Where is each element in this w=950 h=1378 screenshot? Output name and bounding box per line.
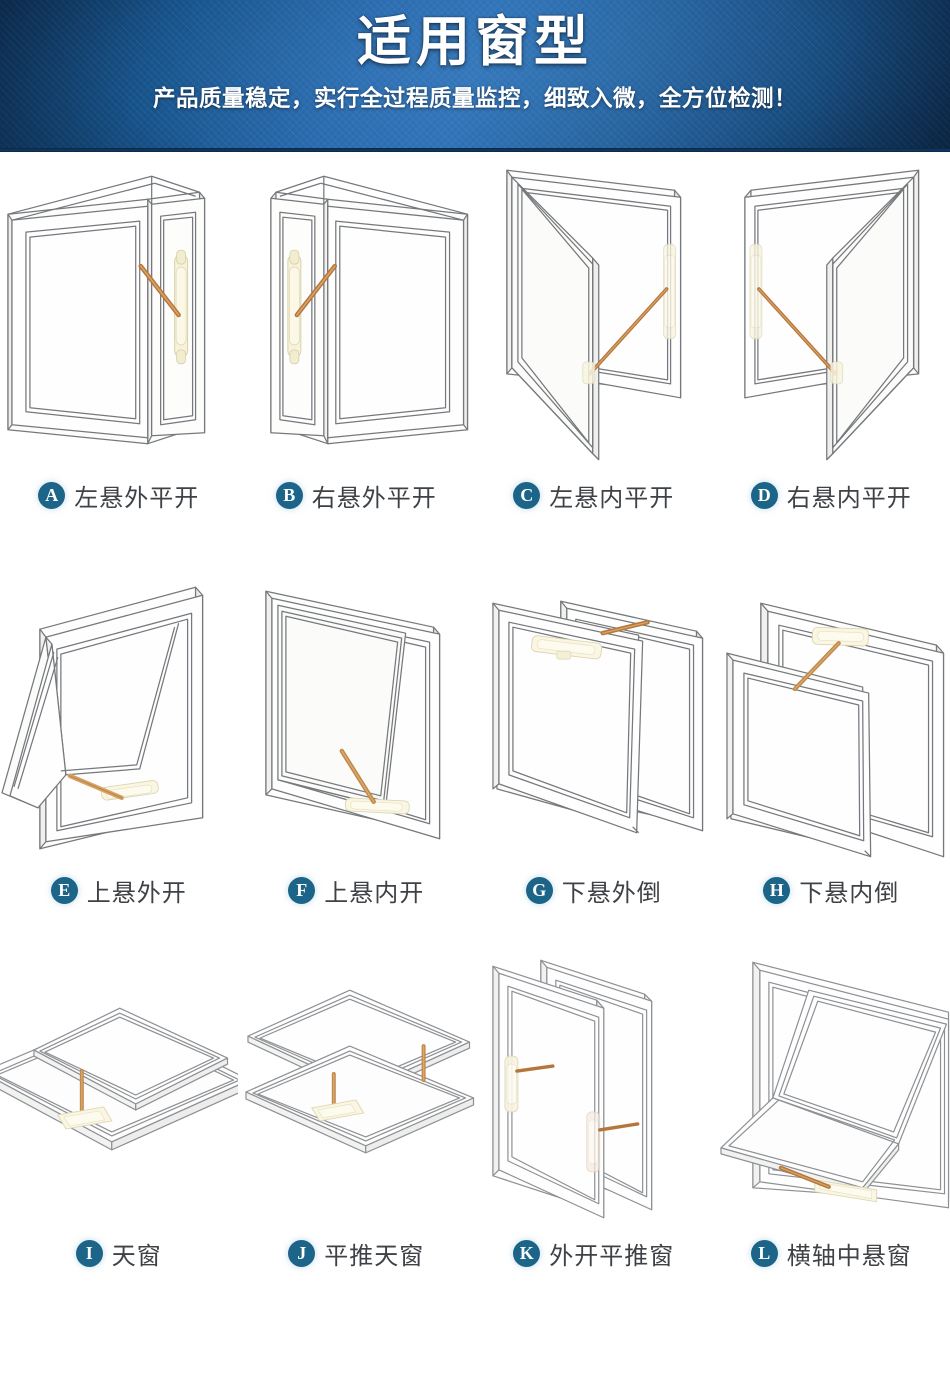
window-type-card-i[interactable]: I 天窗 — [0, 952, 238, 1271]
page-subtitle: 产品质量稳定，实行全过程质量监控，细致入微，全方位检测！ — [152, 85, 797, 111]
window-type-label-b: B 右悬外平开 — [275, 478, 437, 513]
caption-c: 左悬内平开 — [549, 485, 675, 512]
window-type-label-f: F 上悬内开 — [288, 873, 424, 908]
row-spacer-2 — [0, 908, 950, 952]
window-type-grid: A 左悬外平开 — [0, 152, 950, 1378]
row-spacer-1 — [0, 513, 950, 565]
badge-letter-d: D — [750, 482, 778, 509]
caption-g: 下悬外倒 — [561, 880, 662, 907]
window-left-hung-outswing-icon — [0, 152, 238, 462]
window-type-card-e[interactable]: E 上悬外开 — [0, 565, 238, 908]
banner-bottom-edge — [0, 148, 950, 152]
window-bottom-hung-intilt-icon — [713, 565, 950, 865]
window-type-label-c: C 左悬内平开 — [513, 478, 674, 513]
badge-letter-e: E — [50, 877, 78, 904]
window-type-label-g: G 下悬外倒 — [525, 873, 662, 908]
outward-parallel-push-window-icon — [475, 952, 713, 1232]
window-left-hung-inswing-icon — [475, 152, 713, 462]
badge-letter-c: C — [513, 482, 541, 509]
caption-a: 左悬外平开 — [74, 485, 200, 512]
window-bottom-hung-outtilt-icon — [475, 565, 713, 865]
page-banner: 适用窗型 产品质量稳定，实行全过程质量监控，细致入微，全方位检测！ — [0, 0, 950, 152]
window-type-card-a[interactable]: A 左悬外平开 — [0, 152, 238, 513]
caption-h: 下悬内倒 — [799, 880, 900, 907]
window-type-label-e: E 上悬外开 — [50, 873, 187, 908]
window-type-label-j: J 平推天窗 — [288, 1236, 424, 1271]
window-right-hung-outswing-icon — [238, 152, 476, 462]
window-type-card-g[interactable]: G 下悬外倒 — [475, 565, 713, 908]
window-type-card-d[interactable]: D 右悬内平开 — [713, 152, 950, 513]
window-type-label-a: A 左悬外平开 — [38, 478, 199, 513]
window-type-card-b[interactable]: B 右悬外平开 — [238, 152, 476, 513]
window-type-card-h[interactable]: H 下悬内倒 — [713, 565, 950, 908]
skylight-icon — [0, 952, 238, 1232]
window-top-hung-outswing-icon — [0, 565, 238, 865]
window-type-card-j[interactable]: J 平推天窗 — [238, 952, 476, 1271]
caption-d: 右悬内平开 — [786, 485, 912, 512]
window-top-hung-inswing-icon — [238, 565, 476, 865]
page-title: 适用窗型 — [357, 12, 593, 72]
badge-letter-k: K — [513, 1240, 541, 1267]
caption-k: 外开平推窗 — [549, 1243, 675, 1270]
window-type-card-c[interactable]: C 左悬内平开 — [475, 152, 713, 513]
window-type-label-k: K 外开平推窗 — [513, 1236, 674, 1271]
badge-letter-i: I — [75, 1240, 103, 1267]
window-type-label-d: D 右悬内平开 — [750, 478, 912, 513]
window-type-label-i: I 天窗 — [75, 1236, 162, 1271]
window-type-label-l: L 横轴中悬窗 — [750, 1236, 912, 1271]
badge-letter-b: B — [275, 482, 303, 509]
window-type-row-1: A 左悬外平开 — [0, 152, 950, 513]
window-type-row-2: E 上悬外开 — [0, 565, 950, 908]
badge-letter-f: F — [288, 877, 316, 904]
badge-letter-j: J — [288, 1240, 316, 1267]
caption-l: 横轴中悬窗 — [786, 1243, 912, 1270]
caption-e: 上悬外开 — [86, 880, 187, 907]
horizontal-axis-pivot-window-icon — [713, 952, 950, 1232]
window-type-label-h: H 下悬内倒 — [763, 873, 899, 908]
caption-b: 右悬外平开 — [311, 485, 437, 512]
window-type-card-k[interactable]: K 外开平推窗 — [475, 952, 713, 1271]
badge-letter-h: H — [763, 877, 791, 904]
parallel-push-skylight-icon — [238, 952, 476, 1232]
window-type-card-f[interactable]: F 上悬内开 — [238, 565, 476, 908]
window-type-row-3: I 天窗 — [0, 952, 950, 1271]
badge-letter-g: G — [525, 877, 553, 904]
badge-letter-l: L — [750, 1240, 778, 1267]
caption-j: 平推天窗 — [324, 1243, 425, 1270]
window-type-card-l[interactable]: L 横轴中悬窗 — [713, 952, 950, 1271]
caption-f: 上悬内开 — [324, 880, 425, 907]
window-right-hung-inswing-icon — [713, 152, 950, 462]
badge-letter-a: A — [38, 482, 66, 509]
caption-i: 天窗 — [111, 1243, 162, 1270]
